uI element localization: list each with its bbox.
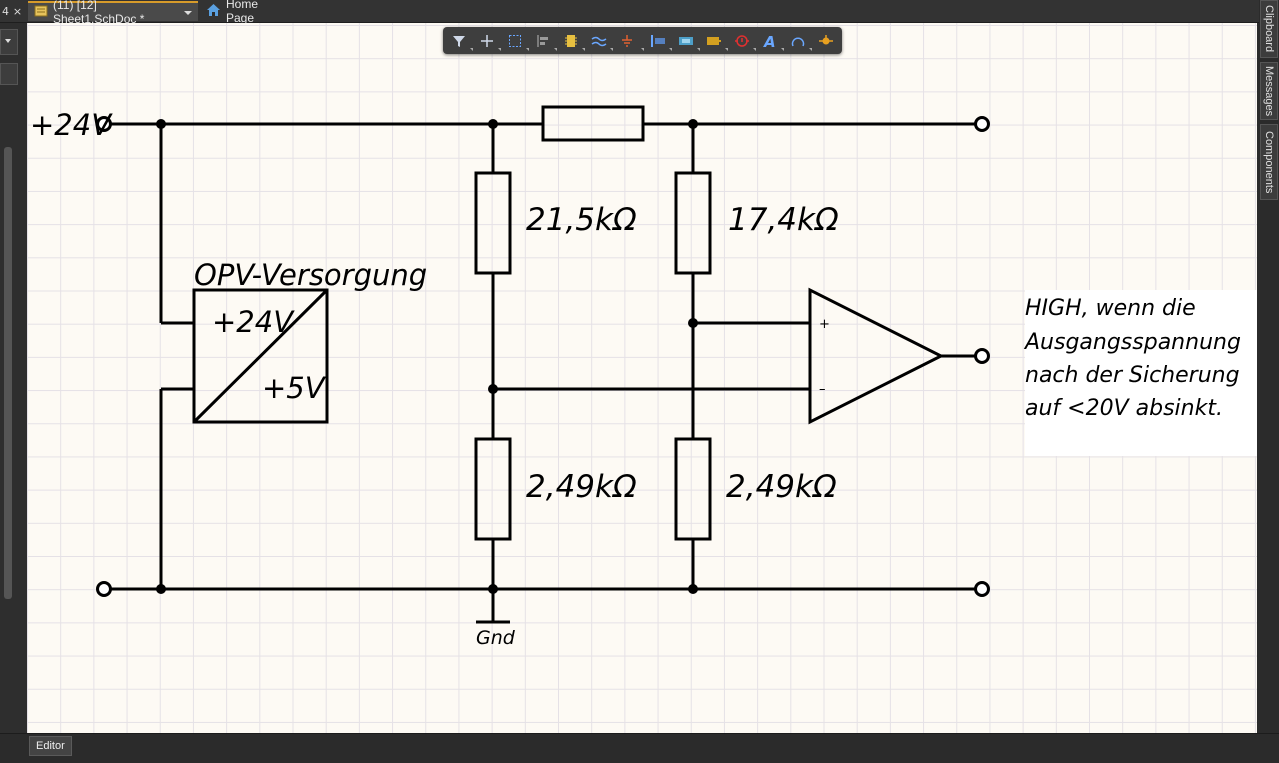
r1-value: 21,5kΩ <box>526 202 637 238</box>
align-icon[interactable] <box>532 31 554 50</box>
vertical-scrollbar[interactable] <box>4 147 12 599</box>
r3-value: 2,49kΩ <box>526 469 637 505</box>
converter-block[interactable] <box>192 288 329 424</box>
left-panel-strip <box>0 23 27 733</box>
ground-icon[interactable] <box>616 31 638 50</box>
tab-sheet1-schdoc[interactable]: (11) [12] Sheet1.SchDoc * <box>28 0 198 26</box>
home-icon <box>206 3 221 20</box>
document-tab-bar: 4 × (11) [12] Sheet1.SchDoc * Home Page <box>0 0 1279 26</box>
bus-icon[interactable] <box>588 31 610 50</box>
arc-icon[interactable] <box>787 31 809 50</box>
right-panel-tabs: Clipboard Messages Components <box>1259 0 1279 733</box>
select-rect-icon[interactable] <box>504 31 526 50</box>
tab-messages[interactable]: Messages <box>1260 62 1278 120</box>
chevron-down-icon[interactable] <box>184 5 192 19</box>
junction-icon[interactable] <box>815 31 837 50</box>
schematic-doc-icon <box>34 5 48 20</box>
svg-text:A: A <box>763 34 776 48</box>
text-icon[interactable]: A <box>759 31 781 50</box>
resistor-r3[interactable] <box>474 437 512 541</box>
terminals <box>96 116 990 597</box>
sheet-symbol-icon[interactable] <box>703 31 725 50</box>
panel-button[interactable] <box>0 63 18 85</box>
panel-pin-controls: 4 × <box>0 1 24 21</box>
schematic-drawing: +24V OPV-Versorgung +24V +5V 21,5kΩ 17,4… <box>30 105 1257 649</box>
supply-label: +24V <box>30 108 113 142</box>
tab-clipboard[interactable]: Clipboard <box>1260 0 1278 58</box>
harness-icon[interactable] <box>675 31 697 50</box>
note-line-3: nach der Sicherung <box>1025 363 1240 388</box>
note-line-2: Ausgangsspannung <box>1023 330 1241 355</box>
top-resistor[interactable] <box>541 105 645 142</box>
gnd-label: Gnd <box>476 627 516 649</box>
part-icon[interactable] <box>560 31 582 50</box>
opamp-plus: + <box>819 317 830 332</box>
tab-label: Components <box>1263 130 1275 194</box>
junctions <box>156 119 698 594</box>
tab-editor[interactable]: Editor <box>29 736 72 756</box>
tab-label: Clipboard <box>1263 5 1275 53</box>
tab-label: Messages <box>1263 65 1275 117</box>
port-icon[interactable] <box>647 31 669 50</box>
converter-title: OPV-Versorgung <box>194 258 427 292</box>
panel-dropdown-button[interactable] <box>0 29 18 55</box>
note-line-4: auf <20V absinkt. <box>1025 396 1223 421</box>
r4-value: 2,49kΩ <box>726 469 837 505</box>
bottom-bar: Editor <box>0 733 1279 763</box>
converter-input-label: +24V <box>212 305 295 339</box>
r2-value: 17,4kΩ <box>728 202 839 238</box>
filter-icon[interactable] <box>448 31 470 50</box>
resistor-r4[interactable] <box>674 437 712 541</box>
tab-label: Home Page <box>226 0 259 25</box>
tab-label: (11) [12] Sheet1.SchDoc * <box>53 0 145 26</box>
tab-components[interactable]: Components <box>1260 124 1278 200</box>
resistor-r2[interactable] <box>674 171 712 275</box>
schematic-canvas[interactable]: +24V OPV-Versorgung +24V +5V 21,5kΩ 17,4… <box>27 23 1257 733</box>
converter-output-label: +5V <box>262 371 327 405</box>
add-icon[interactable] <box>476 31 498 50</box>
note-line-1: HIGH, wenn die <box>1025 296 1196 321</box>
tab-home-page[interactable]: Home Page <box>200 0 290 25</box>
active-bar-toolbar: A <box>443 27 842 54</box>
close-icon[interactable]: × <box>12 4 23 18</box>
directive-icon[interactable] <box>731 31 753 50</box>
note-box[interactable] <box>1025 290 1257 456</box>
wires <box>111 122 975 624</box>
opamp[interactable] <box>808 287 945 425</box>
pin-icon[interactable]: 4 <box>1 4 9 18</box>
resistor-r1[interactable] <box>474 171 512 275</box>
opamp-minus: – <box>819 382 826 397</box>
